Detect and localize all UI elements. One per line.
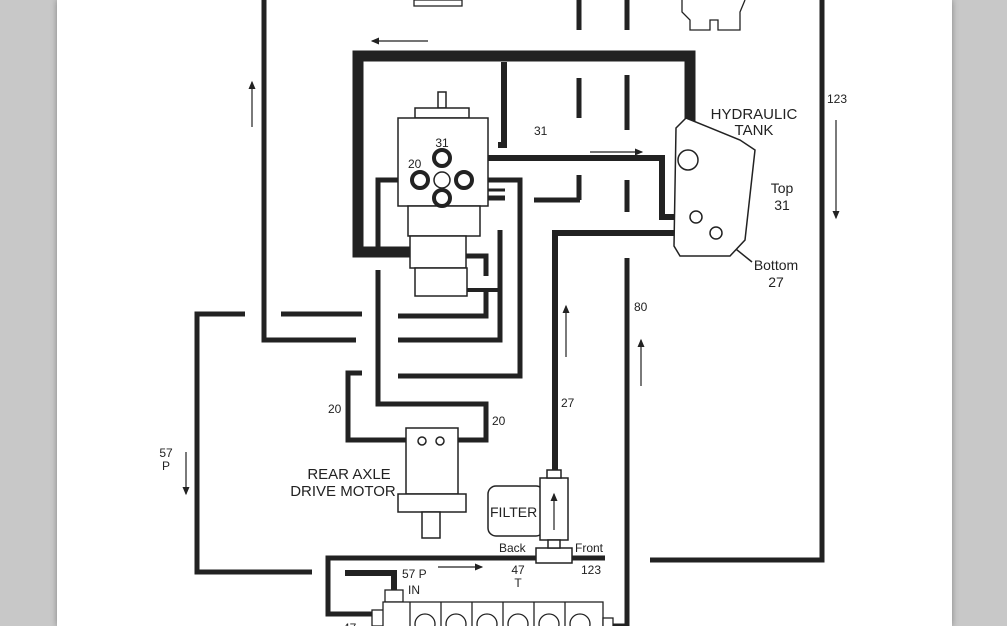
tank-top-label: Top xyxy=(771,180,794,196)
valve-in: IN xyxy=(408,583,420,597)
tank-top-num: 31 xyxy=(774,197,790,213)
line-27 xyxy=(552,230,716,472)
line-123 xyxy=(650,0,825,563)
motor-title-2: DRIVE MOTOR xyxy=(290,483,396,500)
valve-spool xyxy=(445,613,467,626)
valve-47: 47 xyxy=(511,563,525,577)
component-top xyxy=(413,0,463,7)
label-80: 80 xyxy=(634,300,648,314)
line-tank-loop xyxy=(352,50,696,258)
tank-bottom-label: Bottom xyxy=(754,257,798,273)
control-valve xyxy=(371,589,614,626)
valve-spool xyxy=(476,613,498,626)
motor-label-20-right: 20 xyxy=(492,414,506,428)
filter-label: FILTER xyxy=(490,504,537,520)
label-57: 57 xyxy=(159,446,173,460)
valve-t: T xyxy=(514,576,522,590)
label-31: 31 xyxy=(534,124,548,138)
valve-spool xyxy=(507,613,529,626)
line-31 xyxy=(498,62,507,148)
pump-port-20: 20 xyxy=(408,157,422,171)
valve-47-left: 47 xyxy=(343,621,357,626)
filter-123: 123 xyxy=(581,563,601,577)
tank-title-2: TANK xyxy=(735,122,774,139)
filter-front: Front xyxy=(575,541,604,555)
valve-57p: 57 P xyxy=(402,567,427,581)
rear-axle-drive-motor xyxy=(397,427,467,539)
filter xyxy=(487,469,573,564)
label-123-right: 123 xyxy=(827,92,847,106)
tank-bottom-num: 27 xyxy=(768,274,784,290)
valve-spool xyxy=(538,613,560,626)
pump-port-31: 31 xyxy=(435,136,449,150)
valve-spool xyxy=(414,613,436,626)
motor-label-20-left: 20 xyxy=(328,402,342,416)
hydraulic-tank xyxy=(673,117,756,257)
label-57-p: P xyxy=(162,459,170,473)
hydraulic-pump xyxy=(397,91,489,297)
line-left-return xyxy=(261,0,356,343)
label-27: 27 xyxy=(561,396,575,410)
component-top-right xyxy=(681,0,746,31)
filter-back: Back xyxy=(499,541,527,555)
valve-spool xyxy=(569,613,591,626)
motor-title-1: REAR AXLE xyxy=(307,466,390,483)
tank-title-1: HYDRAULIC xyxy=(711,106,798,123)
